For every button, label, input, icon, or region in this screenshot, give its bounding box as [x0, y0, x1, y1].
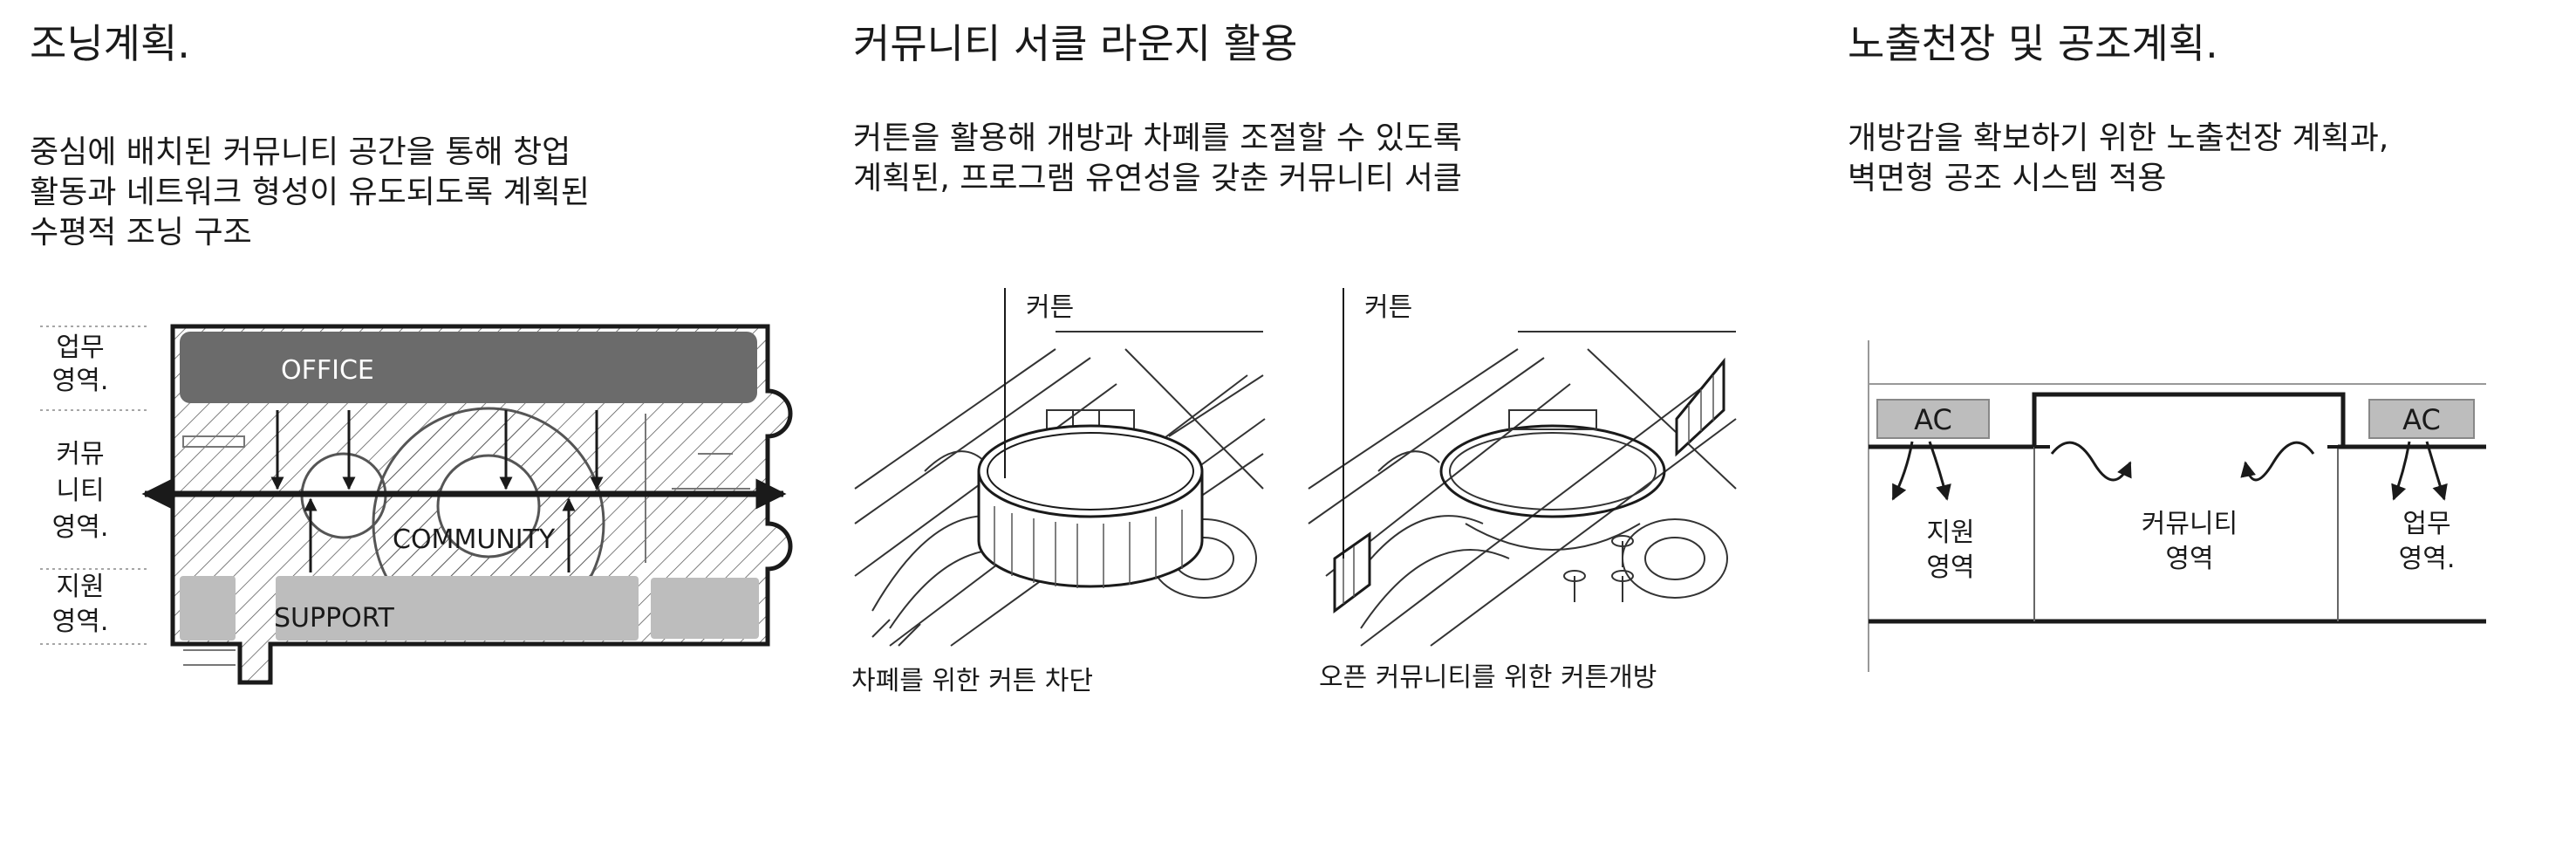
svg-text:영역.: 영역.	[2399, 544, 2456, 574]
right-curtain-callout: 커튼	[1364, 292, 1412, 323]
office-zone-label: OFFICE	[281, 355, 374, 386]
office-down-arrows	[270, 410, 604, 490]
lounge-drawings: 커튼 차폐를 위한 커튼 차단	[851, 288, 1737, 696]
office-area-label: 업무 영역.	[2399, 509, 2456, 574]
ac-right-label: AC	[2402, 403, 2441, 436]
lounge-description: 커튼을 활용해 개방과 차폐를 조절할 수 있도록 계획된, 프로그램 유연성을…	[853, 119, 1462, 199]
ac-left-label: AC	[1914, 403, 1952, 436]
svg-text:커뮤니티: 커뮤니티	[2142, 509, 2238, 539]
svg-text:영역: 영역	[2165, 544, 2213, 574]
right-caption: 오픈 커뮤니티를 위한 커튼개방	[1319, 662, 1657, 693]
support-up-arrows	[304, 497, 576, 572]
left-curtain-callout: 커튼	[1026, 292, 1074, 323]
svg-text:니티: 니티	[56, 476, 104, 506]
svg-text:영역.: 영역.	[52, 366, 109, 396]
support-zone-right	[651, 578, 759, 639]
curtain-closed	[977, 424, 1204, 588]
curtain-open-folds	[1343, 375, 1714, 604]
lounge-desc-line: 계획된, 프로그램 유연성을 갖춘 커뮤니티 서클	[853, 161, 1462, 196]
ceiling-desc-line: 개방감을 확보하기 위한 노출천장 계획과,	[1848, 120, 2389, 156]
support-area-label: 지원 영역	[1926, 517, 1974, 583]
zoning-desc-line: 중심에 배치된 커뮤니티 공간을 통해 창업	[30, 134, 571, 170]
zoning-desc-line: 활동과 네트워크 형성이 유도되도록 계획된	[30, 175, 590, 210]
svg-text:영역.: 영역.	[52, 512, 109, 543]
ceiling-desc-line: 벽면형 공조 시스템 적용	[1848, 161, 2167, 196]
community-area-label: 커뮤니티 영역	[2142, 509, 2238, 574]
ceiling-section: AC AC 지원 영역 커뮤니티 영역 업무 영역.	[1868, 340, 2486, 672]
ceiling-title: 노출천장 및 공조계획.	[1848, 20, 2218, 67]
ceiling-description: 개방감을 확보하기 위한 노출천장 계획과, 벽면형 공조 시스템 적용	[1848, 119, 2388, 199]
support-zone-center	[276, 576, 639, 641]
row-label-community: 커뮤 니티 영역.	[52, 439, 109, 543]
ceiling-panel: 노출천장 및 공조계획. 개방감을 확보하기 위한 노출천장 계획과, 벽면형 …	[1832, 0, 2576, 843]
row-label-support: 지원 영역.	[52, 572, 109, 637]
svg-text:영역.: 영역.	[52, 607, 109, 637]
lounge-open-drawing	[1308, 331, 1737, 647]
section-lines	[1868, 340, 2486, 672]
zoning-title: 조닝계획.	[30, 20, 190, 67]
office-zone	[180, 332, 757, 403]
svg-text:업무: 업무	[2402, 509, 2450, 539]
support-zone-left	[180, 576, 236, 641]
svg-text:영역: 영역	[1926, 552, 1974, 583]
row-label-office: 업무 영역.	[52, 332, 109, 396]
svg-text:업무: 업무	[56, 332, 104, 363]
support-zone-label: SUPPORT	[274, 603, 394, 634]
zoning-panel: 조닝계획. 중심에 배치된 커뮤니티 공간을 통해 창업 활동과 네트워크 형성…	[0, 0, 837, 843]
curtain-folds	[994, 506, 1183, 588]
zoning-diagram: OFFICE COMMUNITY SUPPORT 업무 영역.	[40, 324, 793, 685]
svg-text:지원: 지원	[56, 572, 104, 602]
svg-text:커뮤: 커뮤	[56, 439, 104, 469]
community-zone-label: COMMUNITY	[393, 524, 556, 555]
ac-unit-right	[2368, 399, 2475, 439]
airflow-arrows	[1891, 441, 2448, 501]
zoning-desc-line: 수평적 조닝 구조	[30, 215, 252, 250]
ac-unit-left	[1876, 399, 1990, 439]
zoning-description: 중심에 배치된 커뮤니티 공간을 통해 창업 활동과 네트워크 형성이 유도되도…	[30, 133, 590, 253]
lounge-desc-line: 커튼을 활용해 개방과 차폐를 조절할 수 있도록	[853, 120, 1462, 156]
lounge-panel: 커뮤니티 서클 라운지 활용 커튼을 활용해 개방과 차폐를 조절할 수 있도록…	[837, 0, 1832, 843]
left-caption: 차폐를 위한 커튼 차단	[851, 666, 1093, 696]
svg-text:지원: 지원	[1926, 517, 1974, 548]
lounge-title: 커뮤니티 서클 라운지 활용	[853, 20, 1298, 67]
